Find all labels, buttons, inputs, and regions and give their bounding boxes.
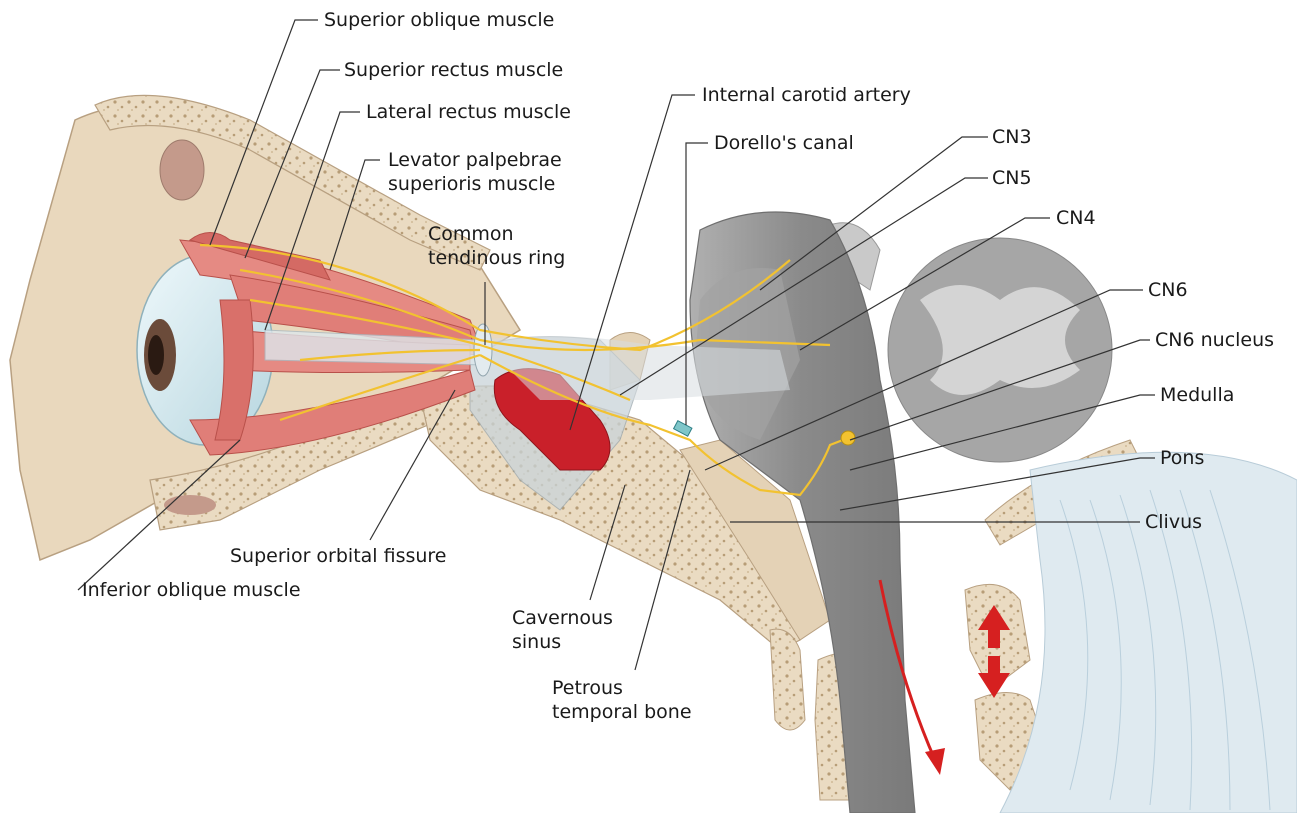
- label-dorellos-canal: Dorello's canal: [714, 131, 854, 155]
- label-superior-orbital-fissure: Superior orbital fissure: [230, 544, 447, 568]
- label-cn5: CN5: [992, 166, 1032, 190]
- label-cn6: CN6: [1148, 278, 1188, 302]
- cn6-nucleus-dot: [841, 431, 855, 445]
- label-cavernous-sinus: Cavernous sinus: [512, 606, 613, 654]
- label-pons: Pons: [1160, 446, 1204, 470]
- label-clivus: Clivus: [1145, 510, 1202, 534]
- label-lateral-rectus: Lateral rectus muscle: [366, 100, 571, 124]
- label-superior-rectus: Superior rectus muscle: [344, 58, 563, 82]
- label-cn4: CN4: [1056, 206, 1096, 230]
- label-medulla: Medulla: [1160, 383, 1234, 407]
- frontal-sinus: [160, 140, 204, 200]
- maxillary-sinus: [164, 495, 216, 515]
- label-common-tendinous-ring: Common tendinous ring: [428, 222, 565, 270]
- label-cn6-nucleus: CN6 nucleus: [1155, 328, 1274, 352]
- ligament-fibers: [1000, 452, 1297, 813]
- label-levator-palpebrae: Levator palpebrae superioris muscle: [388, 148, 562, 196]
- cerebellum: [888, 238, 1112, 462]
- label-superior-oblique: Superior oblique muscle: [324, 8, 554, 32]
- vertebra-fragment-1: [770, 629, 805, 730]
- label-cn3: CN3: [992, 125, 1032, 149]
- label-petrous-temporal-bone: Petrous temporal bone: [552, 676, 692, 724]
- label-inferior-oblique: Inferior oblique muscle: [82, 578, 301, 602]
- label-internal-carotid-artery: Internal carotid artery: [702, 83, 911, 107]
